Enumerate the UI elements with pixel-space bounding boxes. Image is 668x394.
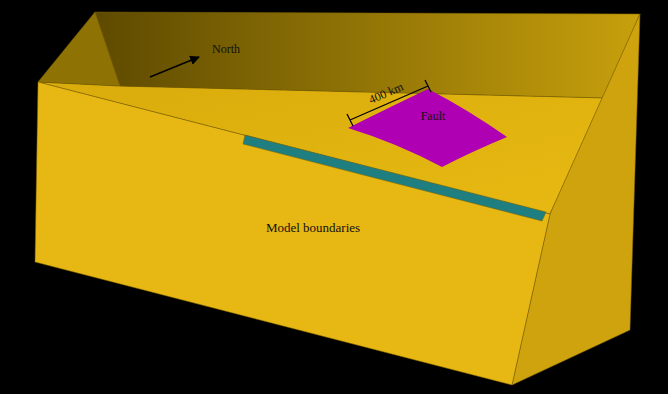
teal-strip <box>243 135 546 221</box>
front-face <box>35 82 550 385</box>
left-wall <box>38 12 120 86</box>
right-face <box>512 14 640 385</box>
back-wall <box>95 12 640 98</box>
box-label: Model boundaries <box>266 220 360 236</box>
north-label: North <box>212 42 240 57</box>
model-box: Model boundaries Fault <box>30 8 646 390</box>
north-arrow <box>150 57 199 77</box>
fault-label: Fault <box>421 109 446 124</box>
box-outline <box>30 8 646 390</box>
dimension-line <box>347 80 431 126</box>
